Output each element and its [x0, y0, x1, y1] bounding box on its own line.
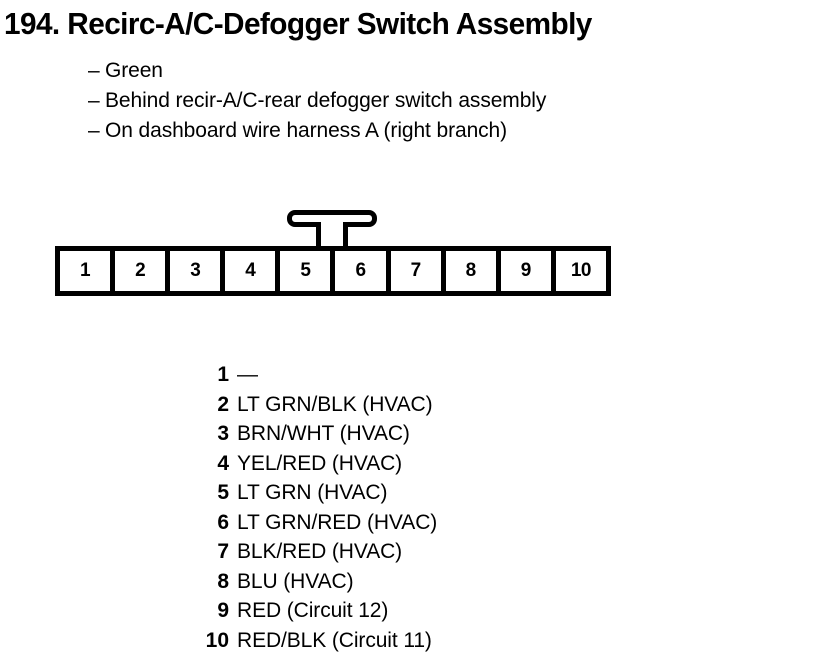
- legend-wire-description: BRN/WHT (HVAC): [237, 422, 410, 445]
- note-text: Behind recir-A/C-rear defogger switch as…: [105, 89, 547, 112]
- legend-wire-description: BLU (HVAC): [237, 569, 354, 593]
- legend-row: 8 BLU (HVAC): [180, 567, 680, 597]
- legend-pin-number: 1: [217, 363, 229, 386]
- legend-row: 5 LT GRN (HVAC): [180, 478, 680, 508]
- legend-wire-description: YEL/RED (HVAC): [237, 451, 403, 475]
- dash-icon: –: [88, 119, 100, 142]
- pin-cell: 3: [170, 251, 221, 291]
- dash-icon: –: [88, 59, 100, 82]
- locking-tab-stem: [316, 222, 348, 250]
- legend-row: 10 RED/BLK (Circuit 11): [180, 626, 680, 656]
- note-item: – Green: [88, 56, 788, 86]
- legend-pin-number: 6: [217, 510, 229, 534]
- note-item: – Behind recir-A/C-rear defogger switch …: [88, 86, 788, 116]
- legend-wire-description: LT GRN (HVAC): [237, 481, 388, 504]
- connector-diagram: 1 2 3 4 5 6 7 8 9 10: [55, 210, 615, 302]
- pin-cell: 8: [445, 251, 496, 291]
- note-item: – On dashboard wire harness A (right bra…: [88, 116, 788, 146]
- legend-wire-description: BLK/RED (HVAC): [237, 540, 403, 563]
- legend-pin-number: 7: [217, 540, 229, 563]
- dash-icon: –: [88, 89, 100, 112]
- legend-row: 9 RED (Circuit 12): [180, 596, 680, 626]
- legend-wire-description: —: [237, 363, 258, 386]
- notes-list: – Green – Behind recir-A/C-rear defogger…: [88, 56, 788, 146]
- legend-pin-number: 4: [217, 451, 229, 475]
- note-text: Green: [105, 59, 163, 82]
- legend-pin-number: 8: [217, 569, 229, 593]
- pin-cell: 9: [500, 251, 551, 291]
- pin-cell: 5: [280, 251, 331, 291]
- legend-wire-description: RED/BLK (Circuit 11): [237, 628, 432, 652]
- legend-row: 7 BLK/RED (HVAC): [180, 537, 680, 567]
- note-text: On dashboard wire harness A (right branc…: [105, 119, 508, 142]
- legend-pin-number: 9: [217, 599, 229, 622]
- legend-row: 1 —: [180, 360, 680, 390]
- legend-pin-number: 2: [217, 392, 229, 416]
- pin-cell: 10: [555, 251, 606, 291]
- page-title: 194. Recirc-A/C-Defogger Switch Assembly: [4, 6, 592, 41]
- pin-legend-list: 1 — 2 LT GRN/BLK (HVAC) 3 BRN/WHT (HVAC)…: [180, 360, 680, 655]
- pin-cell: 4: [225, 251, 276, 291]
- legend-row: 6 LT GRN/RED (HVAC): [180, 508, 680, 538]
- legend-row: 2 LT GRN/BLK (HVAC): [180, 390, 680, 420]
- legend-wire-description: RED (Circuit 12): [237, 599, 389, 622]
- legend-pin-number: 10: [205, 628, 229, 652]
- legend-wire-description: LT GRN/RED (HVAC): [237, 510, 438, 534]
- legend-pin-number: 3: [217, 422, 229, 445]
- pin-cell: 6: [335, 251, 386, 291]
- connector-body: 1 2 3 4 5 6 7 8 9 10: [55, 246, 611, 296]
- pin-cell: 7: [390, 251, 441, 291]
- pin-cell: 1: [60, 251, 111, 291]
- legend-pin-number: 5: [217, 481, 229, 504]
- locking-tab-icon: [287, 210, 377, 250]
- legend-wire-description: LT GRN/BLK (HVAC): [237, 392, 433, 416]
- legend-row: 4 YEL/RED (HVAC): [180, 449, 680, 479]
- legend-row: 3 BRN/WHT (HVAC): [180, 419, 680, 449]
- pin-cell: 2: [115, 251, 166, 291]
